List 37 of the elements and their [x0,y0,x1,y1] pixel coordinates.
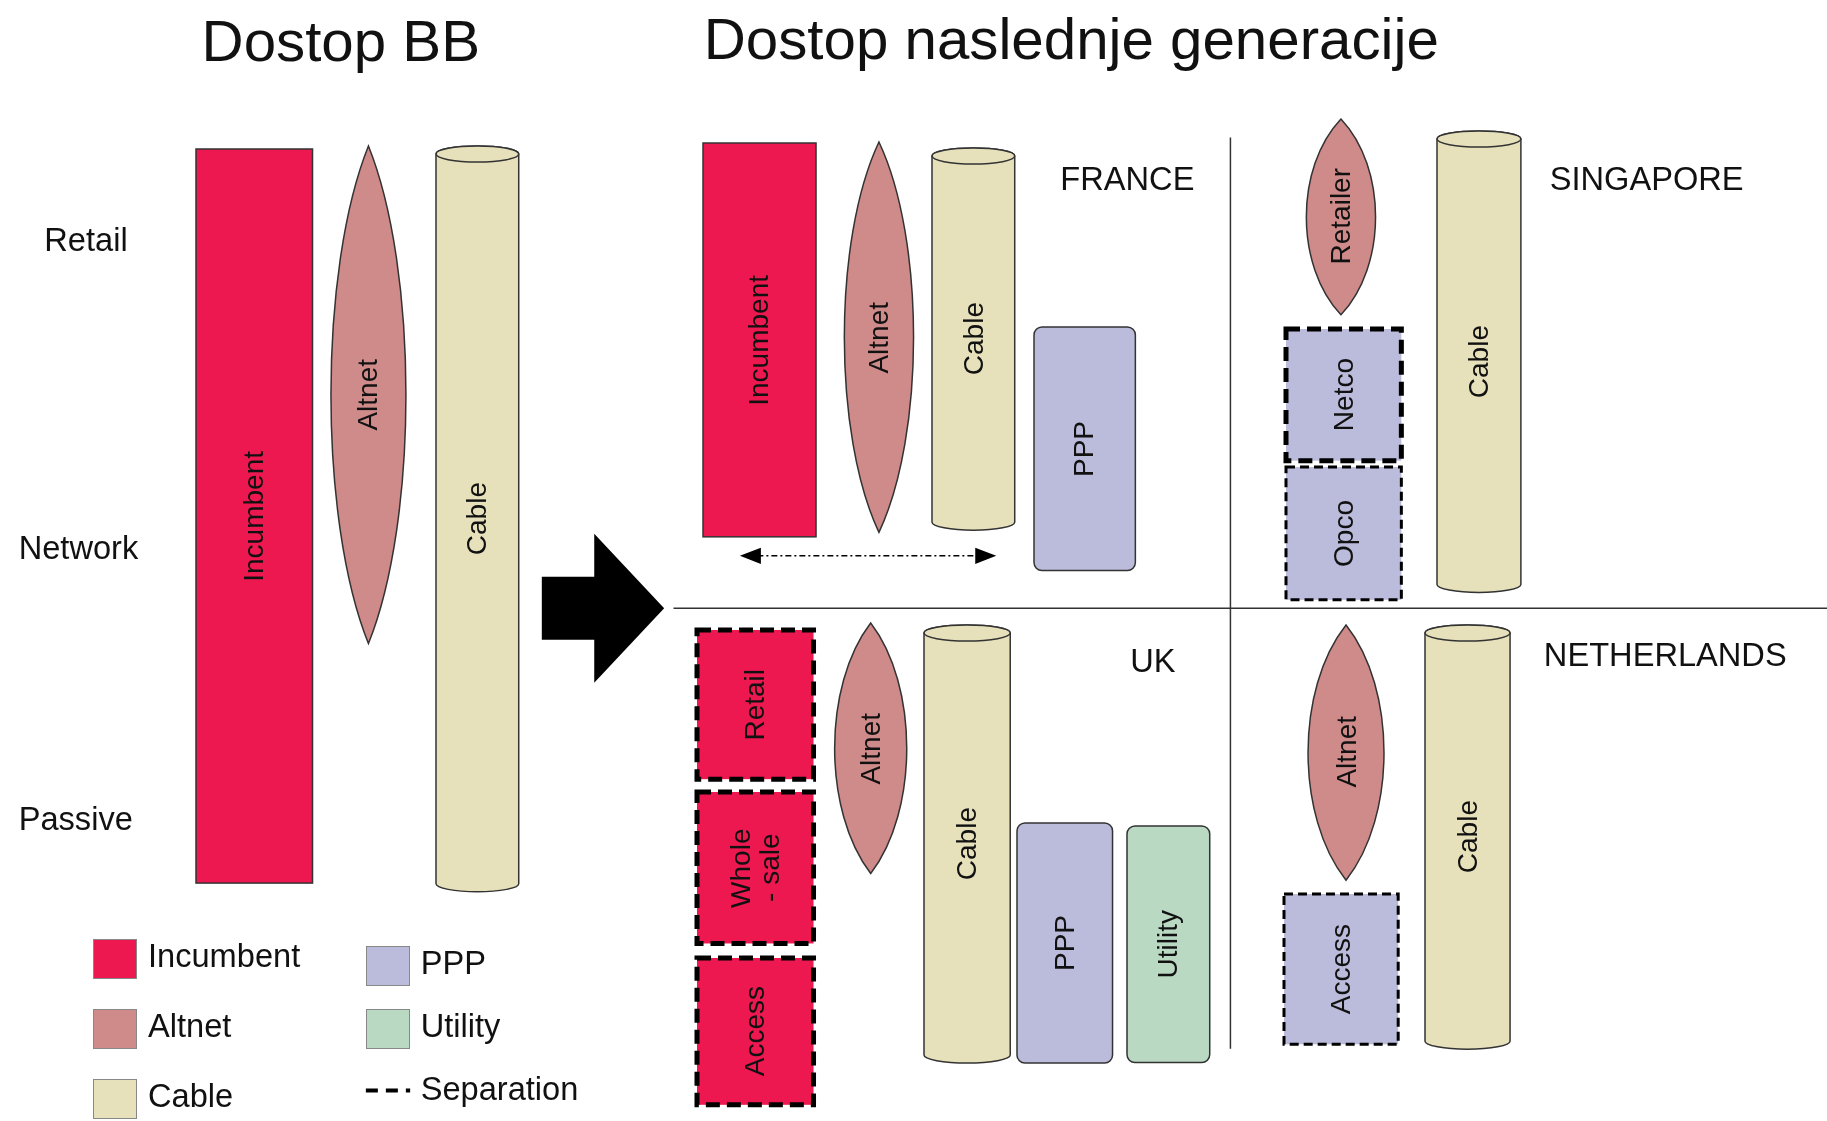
block-label: Incumbent [239,450,269,582]
block-label: Netco [1329,357,1359,431]
block-label: Retail [740,669,770,741]
block-label: Cable [1452,800,1483,874]
legend-label: Altnet [147,1006,232,1045]
block-label: Incumbent [744,274,774,406]
country-label: FRANCE [1060,159,1195,198]
block-label: Utility [1153,910,1183,979]
heading: Dostop BB [201,7,480,74]
block-label: Altnet [1331,716,1362,788]
block-label: Cable [462,481,492,556]
row-label: Network [18,529,139,567]
heading: Dostop naslednje generacije [703,4,1439,72]
block-label: Cable [952,807,982,881]
country-label: SINGAPORE [1549,159,1744,198]
block-label: Opco [1329,500,1359,568]
block-label: PPP [1069,421,1099,478]
legend-label: Incumbent [147,936,301,975]
legend-label: PPP [420,943,486,982]
legend-label: Cable [147,1076,234,1115]
block-label: Altnet [353,358,383,431]
block-label: Altnet [863,301,894,374]
block-label: PPP [1050,914,1080,971]
country-label: UK [1130,642,1176,680]
block-label: Retailer [1326,168,1356,265]
block-label: Access [1326,923,1356,1014]
row-label: Passive [18,800,133,839]
block-arrow [541,533,665,683]
block-label: Altnet [856,712,886,785]
legend-label: Separation [420,1069,579,1108]
row-label: Retail [44,221,128,260]
country-label: NETHERLANDS [1543,636,1787,675]
block-label: Whole - sale [725,827,785,910]
block-label: Cable [1463,324,1494,398]
block-label: Cable [958,302,989,376]
block-label: Access [740,986,770,1077]
legend-label: Utility [420,1006,501,1045]
